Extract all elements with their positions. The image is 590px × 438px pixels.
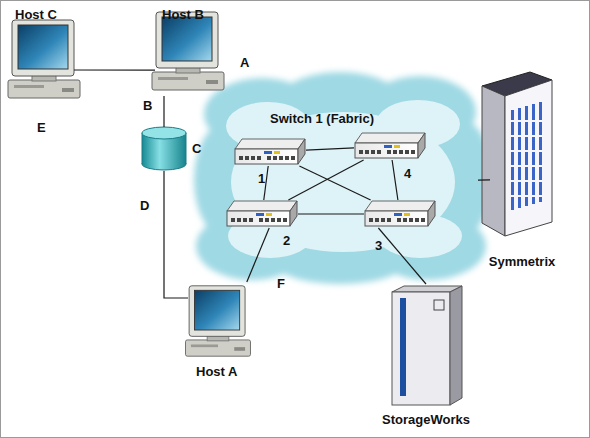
callout-letter: E [37, 120, 46, 135]
switch-icon [227, 201, 297, 226]
connector-line [288, 160, 363, 200]
callout-letter: D [140, 198, 149, 213]
callout-letter: A [240, 55, 249, 70]
host-node: Host C [4, 4, 74, 104]
connector-line [74, 69, 155, 70]
switch-node: 2 [226, 200, 298, 228]
connector-line [478, 179, 490, 180]
storageworks-tower [392, 286, 462, 405]
disk-node: C [142, 127, 206, 171]
storage-node: Symmetrix [478, 68, 566, 274]
callout-letter: C [192, 141, 201, 156]
switch-icon [355, 133, 425, 158]
fabric-title: Switch 1 (Fabric) [270, 111, 374, 126]
connector-line [298, 213, 364, 214]
host-name: Host A [196, 364, 237, 379]
switch-icon [365, 201, 435, 226]
callout-letter: F [277, 276, 285, 291]
host-node: Host A [188, 282, 272, 382]
connector-line [306, 148, 354, 150]
connector-line [163, 96, 164, 127]
host-computer-icon [152, 12, 224, 90]
symmetrix-tower [482, 72, 552, 236]
connector-line [164, 171, 188, 298]
switch-number: 2 [283, 233, 290, 248]
storage-name: Symmetrix [478, 254, 566, 269]
fabric-cloud [194, 72, 492, 284]
callout-letter: B [143, 98, 152, 113]
switch-node: 3 [364, 200, 436, 228]
switch-number: 3 [375, 238, 382, 253]
host-node: Host B [155, 4, 227, 96]
switch-number: 4 [404, 166, 411, 181]
storage-name: StorageWorks [370, 412, 482, 427]
host-computer-icon [8, 20, 80, 98]
switch-node: 4 [354, 132, 426, 160]
connector-line [378, 228, 426, 284]
host-computer-icon [186, 286, 251, 356]
connector-line [299, 166, 370, 200]
connector-line [392, 160, 398, 200]
connector-line [247, 228, 269, 282]
switch-node: 1 [234, 138, 306, 166]
storage-node: StorageWorks [370, 284, 482, 434]
switch-number: 1 [258, 171, 265, 186]
fabric-cloud-node: Switch 1 (Fabric) 1 4 2 3 [196, 78, 490, 286]
host-name: Host B [162, 7, 204, 22]
host-name: Host C [15, 7, 57, 22]
disk-cylinder [142, 127, 186, 170]
switch-icon [235, 139, 305, 164]
